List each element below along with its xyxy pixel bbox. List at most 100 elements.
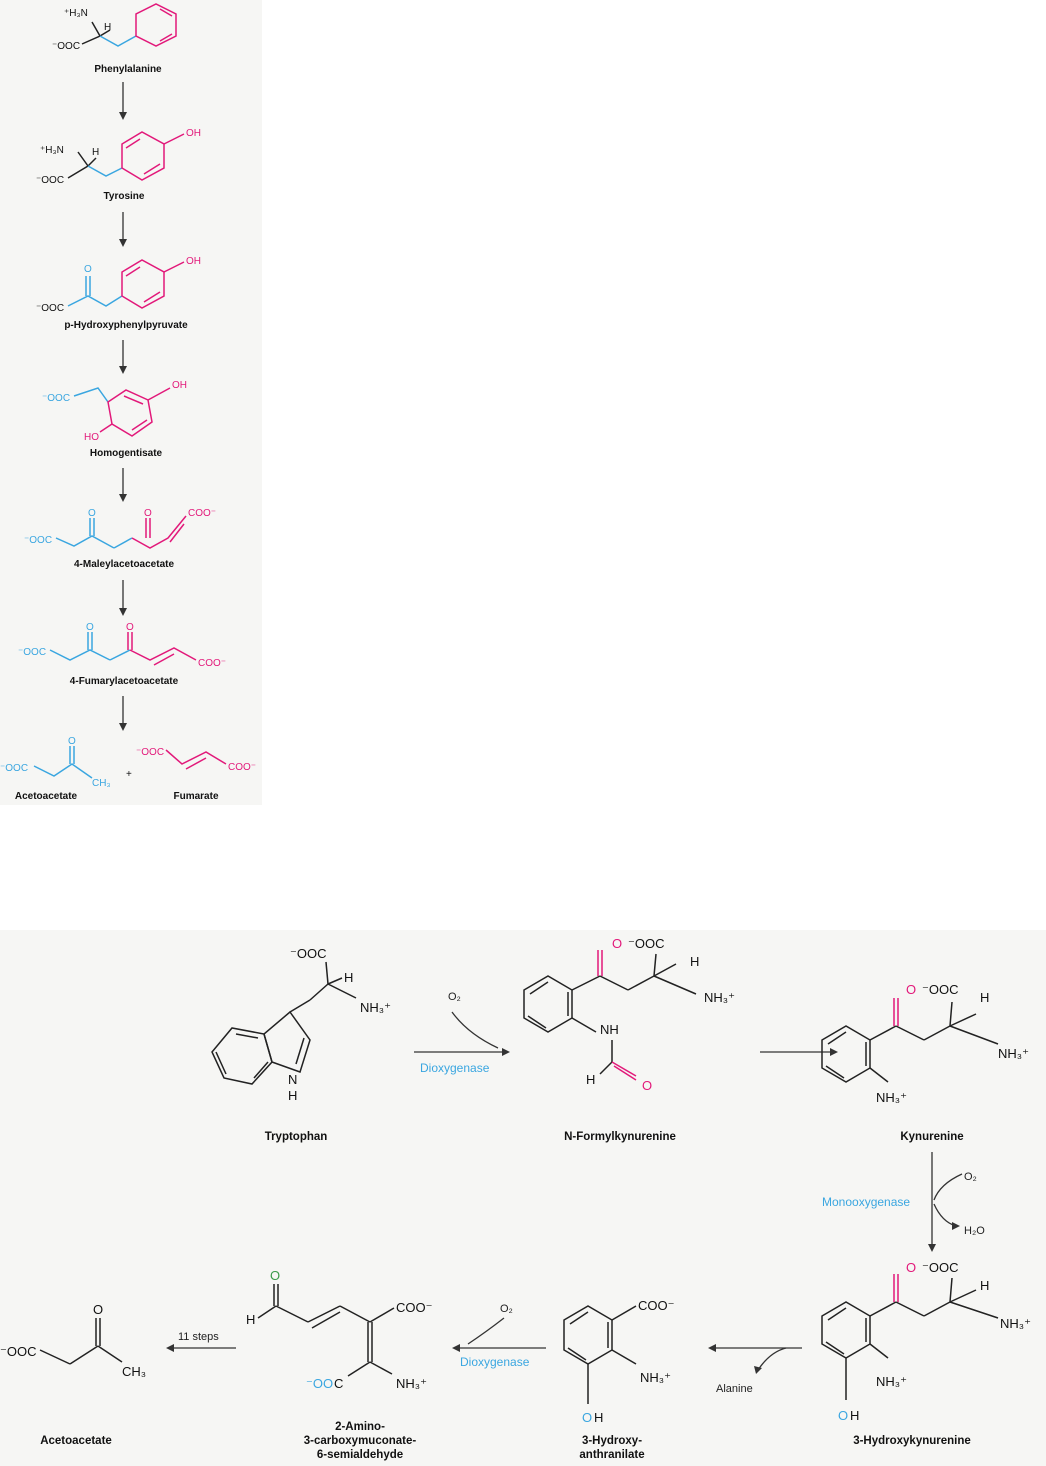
p-hydroxyphenylpyruvate-structure: O ⁻OOC OH: [36, 256, 201, 314]
compound-label-acetoacetate-top: Acetoacetate: [15, 791, 78, 802]
svg-text:⁺H₃N: ⁺H₃N: [40, 145, 64, 156]
svg-text:NH₃⁺: NH₃⁺: [998, 1046, 1029, 1061]
svg-text:COO⁻: COO⁻: [188, 508, 216, 519]
svg-text:NH₃⁺: NH₃⁺: [396, 1376, 427, 1391]
compound-label-p-hydroxyphenylpyruvate: p-Hydroxyphenylpyruvate: [64, 320, 188, 331]
enzyme-label-monooxygenase: Monooxygenase: [822, 1195, 910, 1209]
svg-text:CH₃: CH₃: [122, 1364, 146, 1379]
svg-text:O: O: [144, 508, 152, 519]
svg-text:O₂: O₂: [964, 1171, 977, 1183]
svg-text:OH: OH: [186, 256, 201, 267]
svg-text:H: H: [344, 970, 353, 985]
svg-text:H: H: [690, 954, 699, 969]
3-hydroxykynurenine-structure: O ⁻OOC H NH₃⁺ NH₃⁺ O H: [821, 1260, 1031, 1423]
svg-text:NH₃⁺: NH₃⁺: [640, 1370, 671, 1385]
svg-text:H: H: [92, 147, 99, 158]
svg-text:NH₃⁺: NH₃⁺: [1000, 1316, 1031, 1331]
compound-label-homogentisate: Homogentisate: [90, 448, 163, 459]
svg-text:COO⁻: COO⁻: [198, 658, 226, 669]
compound-label-fumarate: Fumarate: [173, 791, 218, 802]
svg-text:⁻OOC: ⁻OOC: [0, 763, 28, 774]
homogentisate-structure: ⁻OOC OH HO: [42, 380, 187, 443]
compound-label-kynurenine: Kynurenine: [900, 1131, 963, 1143]
reaction-arrow-formamidase: [760, 1048, 838, 1056]
svg-text:O: O: [270, 1268, 280, 1283]
svg-text:H: H: [980, 1278, 989, 1293]
compound-label-acms-line1: 2-Amino-: [335, 1421, 385, 1433]
svg-text:O: O: [88, 508, 96, 519]
svg-text:H: H: [980, 990, 989, 1005]
svg-text:CH₃: CH₃: [92, 778, 111, 789]
svg-text:⁻OOC: ⁻OOC: [0, 1344, 36, 1359]
svg-text:⁻OOC: ⁻OOC: [628, 936, 664, 951]
phenylalanine-structure: ⁺H₃N H ⁻OOC: [52, 3, 177, 52]
compound-label-acms-line3: 6-semialdehyde: [317, 1449, 403, 1461]
compound-label-acms-line2: 3-carboxymuconate-: [304, 1435, 417, 1447]
tryptophan-pathway-panel: [0, 930, 1046, 1466]
svg-text:⁺H₃N: ⁺H₃N: [64, 8, 88, 19]
svg-text:O: O: [906, 1260, 916, 1275]
svg-text:O₂: O₂: [448, 991, 461, 1003]
svg-text:O: O: [84, 264, 92, 275]
svg-text:O₂: O₂: [500, 1303, 513, 1315]
svg-text:H: H: [246, 1312, 255, 1327]
plus-sign: +: [126, 769, 132, 780]
svg-text:NH₃⁺: NH₃⁺: [704, 990, 735, 1005]
svg-text:H: H: [586, 1072, 595, 1087]
svg-text:O: O: [838, 1408, 848, 1423]
compound-label-acetoacetate-bottom: Acetoacetate: [40, 1435, 112, 1447]
svg-text:⁻OOC: ⁻OOC: [922, 982, 958, 997]
compound-label-n-formylkynurenine: N-Formylkynurenine: [564, 1131, 676, 1143]
reaction-arrow-dioxygenase-1: O₂ Dioxygenase: [414, 991, 510, 1075]
svg-text:H: H: [288, 1088, 297, 1103]
compound-label-4-maleylacetoacetate: 4-Maleylacetoacetate: [74, 559, 174, 570]
tyrosine-structure: ⁺H₃N H ⁻OOC OH: [36, 128, 201, 186]
svg-text:NH: NH: [600, 1022, 619, 1037]
svg-text:H: H: [104, 22, 111, 33]
svg-text:H: H: [594, 1410, 603, 1425]
cofactor-label-alanine: Alanine: [716, 1383, 753, 1395]
svg-text:O: O: [126, 622, 134, 633]
fumarate-structure: ⁻OOC COO⁻: [136, 747, 256, 773]
svg-text:⁻OOC: ⁻OOC: [36, 175, 64, 186]
n-formylkynurenine-structure: O ⁻OOC H NH₃⁺ NH H O: [523, 936, 735, 1093]
compound-label-3-hydroxykynurenine: 3-Hydroxykynurenine: [853, 1435, 971, 1447]
reaction-arrow-kynureninase: Alanine: [708, 1344, 802, 1395]
svg-text:COO⁻: COO⁻: [638, 1298, 674, 1313]
svg-text:O: O: [612, 936, 622, 951]
svg-text:HO: HO: [84, 432, 99, 443]
kynurenine-structure: O ⁻OOC H NH₃⁺ NH₃⁺: [821, 982, 1029, 1105]
acetoacetate-structure-top: ⁻OOC O CH₃: [0, 736, 111, 789]
svg-text:O: O: [582, 1410, 592, 1425]
aminocarboxymuconate-semialdehyde-structure: O H COO⁻ NH₃⁺ ⁻OO C: [246, 1268, 432, 1391]
svg-text:O: O: [642, 1078, 652, 1093]
compound-label-3-hydroxyanthranilate-line1: 3-Hydroxy-: [582, 1435, 642, 1447]
svg-text:NH₃⁺: NH₃⁺: [360, 1000, 391, 1015]
svg-text:⁻OOC: ⁻OOC: [42, 393, 70, 404]
steps-label: 11 steps: [178, 1331, 219, 1343]
compound-label-tyrosine: Tyrosine: [104, 191, 145, 202]
svg-text:OH: OH: [172, 380, 187, 391]
svg-text:C: C: [334, 1376, 343, 1391]
enzyme-label-dioxygenase-1: Dioxygenase: [420, 1061, 490, 1075]
svg-text:⁻OOC: ⁻OOC: [136, 747, 164, 758]
svg-text:⁻OOC: ⁻OOC: [18, 647, 46, 658]
svg-text:⁻OOC: ⁻OOC: [52, 41, 80, 52]
svg-text:N: N: [288, 1072, 297, 1087]
phenylalanine-pathway-panel: [0, 0, 262, 805]
svg-text:COO⁻: COO⁻: [396, 1300, 432, 1315]
svg-text:⁻OOC: ⁻OOC: [36, 303, 64, 314]
compound-label-4-fumarylacetoacetate: 4-Fumarylacetoacetate: [70, 676, 179, 687]
enzyme-label-dioxygenase-2: Dioxygenase: [460, 1355, 530, 1369]
svg-text:O: O: [906, 982, 916, 997]
compound-label-phenylalanine: Phenylalanine: [94, 64, 162, 75]
svg-text:NH₃⁺: NH₃⁺: [876, 1374, 907, 1389]
svg-text:O: O: [68, 736, 76, 747]
svg-text:O: O: [93, 1302, 103, 1317]
acetoacetate-structure-bottom: ⁻OOC O CH₃: [0, 1302, 146, 1379]
svg-text:NH₃⁺: NH₃⁺: [876, 1090, 907, 1105]
svg-text:OH: OH: [186, 128, 201, 139]
4-fumarylacetoacetate-structure: ⁻OOC O O COO⁻: [18, 622, 226, 669]
svg-text:⁻OOC: ⁻OOC: [24, 535, 52, 546]
tryptophan-structure: ⁻OOC H NH₃⁺ N H: [211, 946, 391, 1103]
